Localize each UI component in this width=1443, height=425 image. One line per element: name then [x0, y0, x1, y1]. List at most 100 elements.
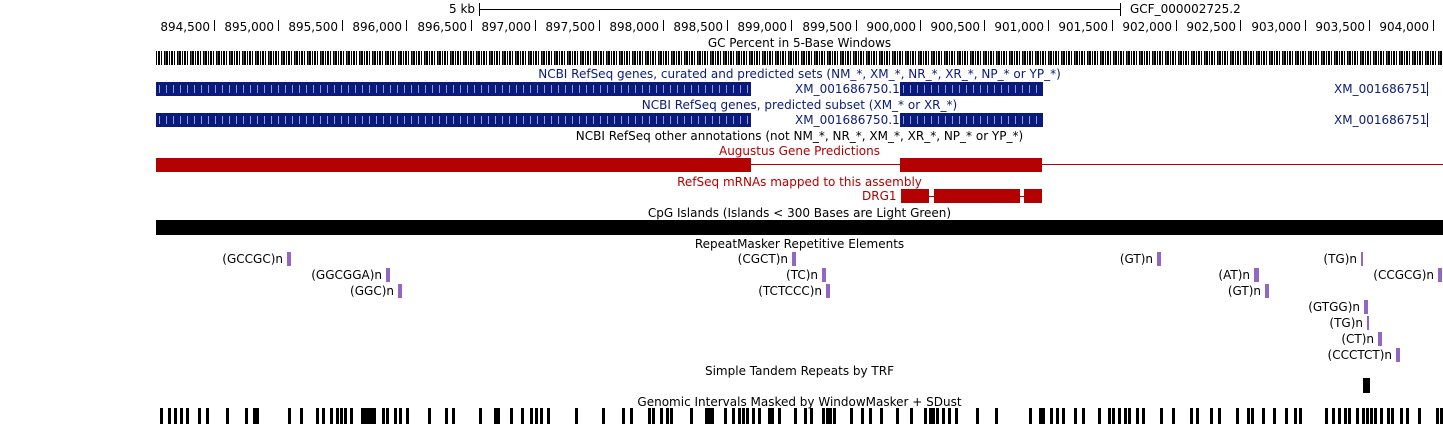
track-title-refseq-mrna[interactable]: RefSeq mRNAs mapped to this assembly	[677, 175, 922, 189]
repeat-element-label[interactable]: (TCTCCC)n	[758, 284, 822, 298]
masked-interval[interactable]	[510, 408, 513, 424]
masked-interval[interactable]	[1325, 408, 1328, 424]
masked-interval[interactable]	[1273, 408, 1276, 424]
masked-interval[interactable]	[1344, 408, 1347, 424]
masked-interval[interactable]	[364, 408, 367, 424]
masked-interval[interactable]	[1108, 408, 1111, 424]
masked-interval[interactable]	[794, 408, 797, 424]
masked-interval[interactable]	[1172, 408, 1175, 424]
refseq-curated-gene-label[interactable]: XM_001686750.1	[795, 82, 900, 96]
masked-interval[interactable]	[955, 408, 958, 424]
masked-interval[interactable]	[738, 408, 741, 424]
masked-interval[interactable]	[361, 408, 364, 424]
gc-percent-track[interactable]	[156, 51, 1443, 65]
masked-interval[interactable]	[186, 408, 189, 424]
masked-interval[interactable]	[382, 408, 385, 424]
masked-interval[interactable]	[300, 408, 303, 424]
masked-interval[interactable]	[535, 408, 538, 424]
masked-interval[interactable]	[1348, 408, 1351, 424]
masked-interval[interactable]	[896, 408, 899, 424]
repeat-element[interactable]	[1364, 300, 1368, 314]
masked-interval[interactable]	[340, 408, 343, 424]
masked-interval[interactable]	[1142, 408, 1145, 424]
repeat-element[interactable]	[826, 284, 830, 298]
masked-interval[interactable]	[1374, 408, 1377, 424]
masked-interval[interactable]	[1039, 408, 1042, 424]
augustus-gene-block-2[interactable]	[900, 158, 1042, 172]
masked-interval[interactable]	[602, 408, 605, 424]
masked-interval[interactable]	[253, 408, 256, 424]
mrna-label[interactable]: DRG1	[862, 189, 897, 203]
masked-interval[interactable]	[316, 408, 319, 424]
masked-interval[interactable]	[936, 408, 939, 424]
masked-interval[interactable]	[256, 408, 259, 424]
masked-interval[interactable]	[1082, 408, 1085, 424]
masked-interval[interactable]	[910, 408, 913, 424]
masked-interval[interactable]	[652, 408, 655, 424]
masked-interval[interactable]	[758, 408, 761, 424]
masked-interval[interactable]	[768, 408, 771, 424]
repeat-element-label[interactable]: (AT)n	[1218, 268, 1250, 282]
masked-interval[interactable]	[1418, 408, 1421, 424]
masked-interval[interactable]	[445, 408, 448, 424]
masked-interval[interactable]	[622, 408, 625, 424]
masked-interval[interactable]	[1262, 408, 1265, 424]
masked-interval[interactable]	[1236, 408, 1239, 424]
mrna-exon-2[interactable]	[934, 189, 1020, 203]
masked-interval[interactable]	[690, 408, 693, 424]
repeat-element-label[interactable]: (GT)n	[1119, 252, 1153, 266]
repeat-element[interactable]	[1396, 348, 1400, 362]
repeat-element[interactable]	[1254, 268, 1259, 282]
masked-interval[interactable]	[370, 408, 373, 424]
track-title-gc-percent[interactable]: GC Percent in 5-Base Windows	[707, 36, 892, 50]
repeat-element[interactable]	[1438, 268, 1442, 282]
masked-interval[interactable]	[1356, 408, 1359, 424]
refseq-predicted-gene-label-2[interactable]: XM_001686751	[1334, 113, 1428, 127]
masked-interval[interactable]	[452, 408, 455, 424]
masked-interval[interactable]	[1370, 408, 1373, 424]
track-title-cpg[interactable]: CpG Islands (Islands < 300 Bases are Lig…	[647, 206, 952, 220]
refseq-predicted-gene-block-2[interactable]	[900, 113, 1043, 127]
masked-interval[interactable]	[778, 408, 781, 424]
masked-interval[interactable]	[399, 408, 402, 424]
masked-interval[interactable]	[168, 408, 171, 424]
masked-interval[interactable]	[976, 408, 979, 424]
repeat-element-label[interactable]: (GGC)n	[350, 284, 394, 298]
repeat-element-label[interactable]: (CT)n	[1341, 332, 1374, 346]
repeat-element[interactable]	[1367, 316, 1369, 330]
masked-interval[interactable]	[206, 408, 209, 424]
trf-repeat-block[interactable]	[1363, 378, 1370, 393]
masked-interval[interactable]	[1251, 408, 1254, 424]
masked-interval[interactable]	[1042, 408, 1045, 424]
masked-interval[interactable]	[160, 408, 163, 424]
masked-interval[interactable]	[1294, 408, 1297, 424]
masked-interval[interactable]	[1387, 408, 1390, 424]
masked-interval[interactable]	[394, 408, 397, 424]
masked-interval[interactable]	[708, 408, 711, 424]
masked-interval[interactable]	[1136, 408, 1139, 424]
masked-interval[interactable]	[428, 408, 431, 424]
refseq-predicted-gene-label[interactable]: XM_001686750.1	[795, 113, 900, 127]
repeat-element[interactable]	[398, 284, 402, 298]
repeat-element-label[interactable]: (GCCGC)n	[222, 252, 283, 266]
masked-interval[interactable]	[1391, 408, 1394, 424]
masked-interval[interactable]	[1366, 408, 1369, 424]
track-title-refseq-predicted[interactable]: NCBI RefSeq genes, predicted subset (XM_…	[641, 98, 958, 112]
masked-interval[interactable]	[1338, 408, 1341, 424]
track-title-trf[interactable]: Simple Tandem Repeats by TRF	[704, 364, 894, 378]
masked-interval[interactable]	[1118, 408, 1121, 424]
repeat-element[interactable]	[792, 252, 796, 266]
masked-interval[interactable]	[350, 408, 353, 424]
masked-interval[interactable]	[322, 408, 325, 424]
masked-interval[interactable]	[180, 408, 183, 424]
masked-interval[interactable]	[1285, 408, 1288, 424]
masked-interval[interactable]	[494, 408, 497, 424]
masked-interval[interactable]	[929, 408, 932, 424]
masked-interval[interactable]	[1196, 408, 1199, 424]
masked-interval[interactable]	[336, 408, 339, 424]
masked-interval[interactable]	[1074, 408, 1077, 424]
masked-interval[interactable]	[1029, 408, 1032, 424]
masked-interval[interactable]	[1332, 408, 1335, 424]
masked-interval[interactable]	[497, 408, 500, 424]
masked-interval[interactable]	[1128, 408, 1131, 424]
